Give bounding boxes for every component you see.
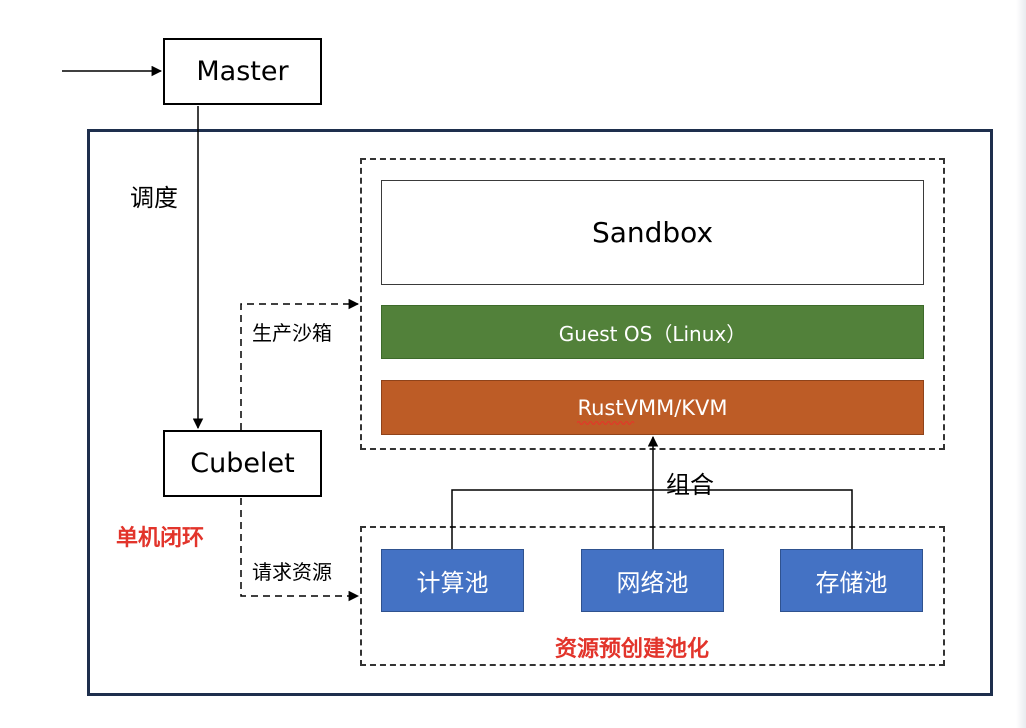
sandbox-label: Sandbox bbox=[591, 216, 714, 249]
cubelet-label: Cubelet bbox=[190, 448, 295, 479]
compute-pool-label: 计算池 bbox=[416, 569, 489, 597]
page-edge-shadow bbox=[1016, 0, 1026, 728]
spellcheck-underline bbox=[577, 420, 635, 425]
storage-pool-label: 存储池 bbox=[815, 569, 888, 597]
master-node: Master bbox=[163, 38, 322, 105]
host-machine-frame bbox=[87, 129, 993, 696]
pool-caption: 资源预创建池化 bbox=[555, 637, 710, 662]
produce-sandbox-arrow bbox=[240, 298, 360, 430]
sandbox-layer: Sandbox bbox=[381, 180, 924, 285]
guest-os-label: Guest OS（Linux） bbox=[558, 321, 747, 346]
combine-bracket bbox=[451, 489, 853, 549]
produce-sandbox-label: 生产沙箱 bbox=[252, 321, 332, 345]
network-pool: 网络池 bbox=[581, 549, 724, 612]
hypervisor-label: RustVMM/KVM bbox=[577, 395, 728, 420]
storage-pool: 存储池 bbox=[780, 549, 923, 612]
combine-label: 组合 bbox=[666, 471, 714, 499]
network-pool-label: 网络池 bbox=[616, 569, 689, 597]
hypervisor-layer: RustVMM/KVM bbox=[381, 380, 924, 435]
request-resource-arrow bbox=[240, 498, 360, 602]
schedule-label: 调度 bbox=[130, 184, 178, 212]
single-machine-loop-label: 单机闭环 bbox=[116, 526, 205, 551]
master-label: Master bbox=[196, 56, 289, 87]
cubelet-node: Cubelet bbox=[163, 430, 322, 497]
request-resource-label: 请求资源 bbox=[252, 560, 332, 584]
compute-pool: 计算池 bbox=[381, 549, 524, 612]
guest-os-layer: Guest OS（Linux） bbox=[381, 305, 924, 359]
